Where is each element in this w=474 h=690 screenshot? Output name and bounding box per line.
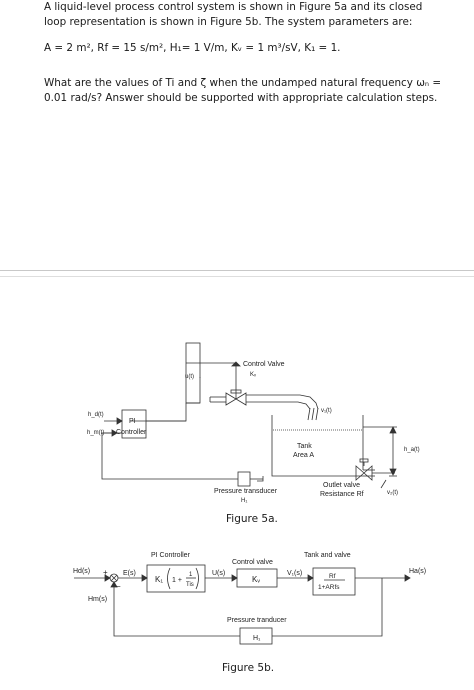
label-has: Ha(s) — [409, 568, 426, 575]
label-kv: Kᵥ — [252, 575, 260, 584]
label-one: 1 — [189, 572, 193, 578]
label-minus: − — [116, 582, 121, 591]
label-area: Area A — [293, 452, 314, 459]
label-one-plus: 1 + — [172, 577, 182, 584]
divider — [0, 270, 474, 271]
label-v1s: V₁(s) — [287, 570, 302, 577]
label-pressure-transducer: Pressure transducer — [214, 488, 278, 495]
label-ha: h_a(t) — [404, 447, 420, 453]
label-v1: v₁(t) — [321, 408, 332, 414]
label-control-valve: Control valve — [232, 559, 273, 566]
label-pressure-tranducer: Pressure tranducer — [227, 617, 287, 624]
label-hm: h_m(t) — [87, 430, 104, 436]
label-hd: h_d(t) — [88, 412, 104, 418]
label-us: U(s) — [212, 570, 225, 577]
label-kv: Kᵥ — [250, 372, 256, 378]
label-tank: Tank — [297, 443, 312, 450]
label-controller: Controller — [116, 429, 147, 436]
question-prompt: What are the values of Ti and ζ when the… — [44, 77, 442, 104]
divider — [0, 276, 474, 277]
label-hm: Hm(s) — [88, 596, 107, 603]
label-h1: H₁ — [253, 635, 261, 642]
label-hd: Hd(s) — [73, 568, 90, 575]
label-pi-controller: PI Controller — [151, 552, 191, 559]
label-es: E(s) — [123, 570, 136, 577]
label-u: u(t) — [185, 374, 194, 380]
label-den: 1+ARfs — [318, 584, 340, 591]
figure-5a-caption: Figure 5a. — [226, 513, 278, 525]
label-v2: v₂(t) — [387, 490, 398, 496]
label-control-valve: Control Valve — [243, 361, 285, 368]
label-plus: + — [103, 568, 108, 577]
label-rf: Rf — [329, 573, 336, 580]
question-parameters: A = 2 m², Rf = 15 s/m², H₁= 1 V/m, Kᵥ = … — [44, 42, 341, 54]
label-h1: H₁ — [241, 498, 247, 504]
label-pi: PI — [129, 418, 136, 425]
label-resistance: Resistance Rf — [320, 491, 364, 498]
label-k1: K₁ — [155, 575, 163, 584]
label-tank-valve: Tank and valve — [304, 552, 351, 559]
label-outlet-valve: Outlet valve — [323, 482, 360, 489]
label-tis: Tis — [186, 582, 194, 588]
question-intro: A liquid-level process control system is… — [44, 1, 423, 28]
figure-5b-caption: Figure 5b. — [222, 662, 275, 674]
